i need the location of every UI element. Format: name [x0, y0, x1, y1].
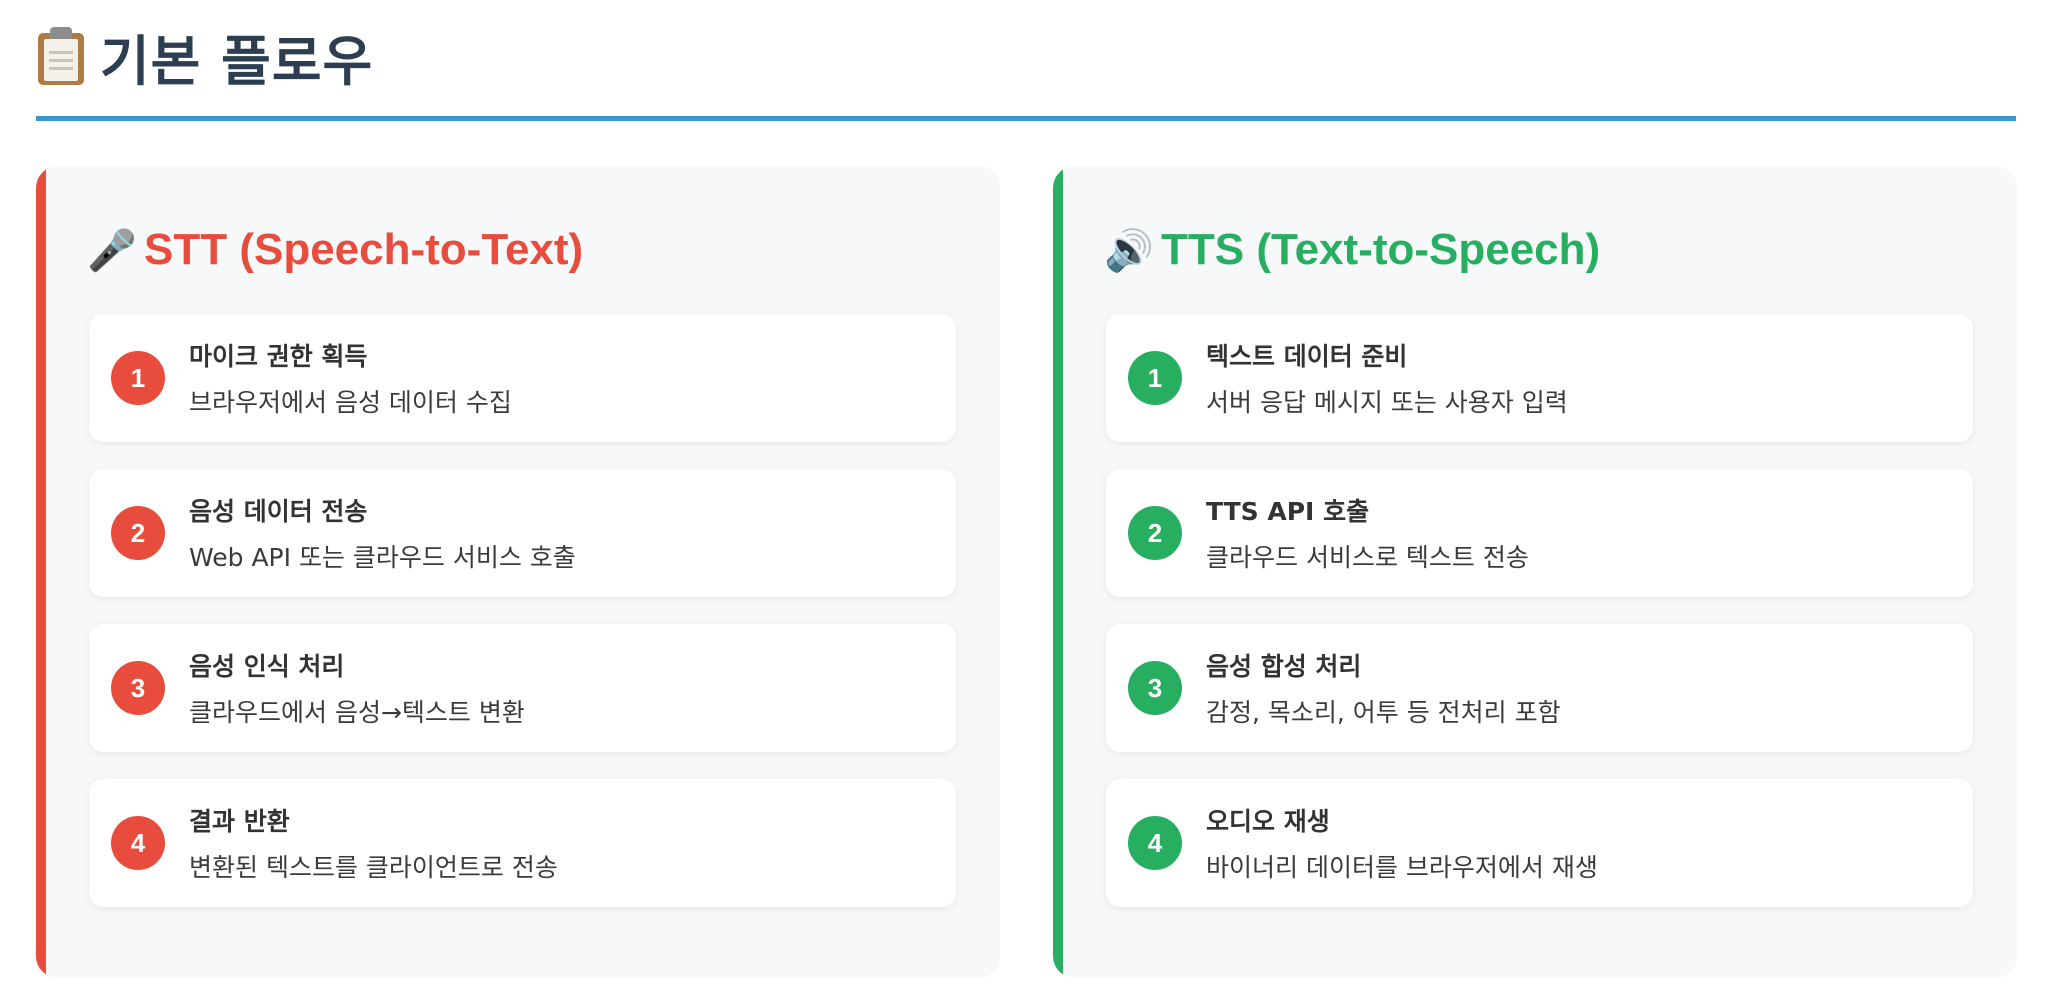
step-description: 브라우저에서 음성 데이터 수집	[189, 388, 512, 417]
step-description: 바이너리 데이터를 브라우저에서 재생	[1206, 853, 1598, 882]
step-number-badge: 1	[111, 351, 165, 405]
step-number-badge: 3	[111, 661, 165, 715]
microphone-icon: 🎤	[87, 227, 137, 274]
step-number-badge: 1	[1128, 351, 1182, 405]
stt-step-4: 4 결과 반환 변환된 텍스트를 클라이언트로 전송	[89, 779, 956, 907]
stt-panel-header: 🎤 STT (Speech-to-Text)	[87, 218, 584, 282]
tts-panel-header: 🔊 TTS (Text-to-Speech)	[1104, 218, 1601, 282]
step-number-badge: 4	[1128, 816, 1182, 870]
step-title: 음성 합성 처리	[1206, 652, 1362, 681]
stt-step-list: 1 마이크 권한 획득 브라우저에서 음성 데이터 수집 2 음성 데이터 전송…	[89, 314, 956, 934]
stt-step-3: 3 음성 인식 처리 클라우드에서 음성→텍스트 변환	[89, 624, 956, 752]
step-description: Web API 또는 클라우드 서비스 호출	[189, 543, 576, 572]
stt-panel: 🎤 STT (Speech-to-Text) 1 마이크 권한 획득 브라우저에…	[36, 166, 1000, 978]
tts-panel-title: TTS (Text-to-Speech)	[1161, 225, 1601, 274]
tts-panel: 🔊 TTS (Text-to-Speech) 1 텍스트 데이터 준비 서버 응…	[1053, 166, 2017, 978]
step-description: 서버 응답 메시지 또는 사용자 입력	[1206, 388, 1568, 417]
step-number-badge: 2	[1128, 506, 1182, 560]
step-title: 음성 데이터 전송	[189, 497, 368, 526]
step-title: 오디오 재생	[1206, 807, 1330, 836]
step-title: TTS API 호출	[1206, 497, 1370, 526]
step-number-badge: 2	[111, 506, 165, 560]
tts-step-3: 3 음성 합성 처리 감정, 목소리, 어투 등 전처리 포함	[1106, 624, 1973, 752]
step-description: 감정, 목소리, 어투 등 전처리 포함	[1206, 698, 1561, 727]
step-description: 변환된 텍스트를 클라이언트로 전송	[189, 853, 558, 882]
tts-step-1: 1 텍스트 데이터 준비 서버 응답 메시지 또는 사용자 입력	[1106, 314, 1973, 442]
step-description: 클라우드에서 음성→텍스트 변환	[189, 698, 525, 727]
page-header: 기본 플로우	[36, 18, 373, 94]
title-divider	[36, 116, 2016, 121]
step-title: 음성 인식 처리	[189, 652, 345, 681]
step-title: 결과 반환	[189, 807, 290, 836]
tts-step-2: 2 TTS API 호출 클라우드 서비스로 텍스트 전송	[1106, 469, 1973, 597]
step-title: 마이크 권한 획득	[189, 342, 368, 371]
stt-step-2: 2 음성 데이터 전송 Web API 또는 클라우드 서비스 호출	[89, 469, 956, 597]
stt-panel-title: STT (Speech-to-Text)	[144, 225, 584, 274]
step-title: 텍스트 데이터 준비	[1206, 342, 1408, 371]
step-number-badge: 3	[1128, 661, 1182, 715]
speaker-icon: 🔊	[1104, 227, 1154, 274]
clipboard-icon	[36, 27, 84, 85]
stt-step-1: 1 마이크 권한 획득 브라우저에서 음성 데이터 수집	[89, 314, 956, 442]
page-title: 기본 플로우	[100, 29, 374, 93]
tts-step-4: 4 오디오 재생 바이너리 데이터를 브라우저에서 재생	[1106, 779, 1973, 907]
step-description: 클라우드 서비스로 텍스트 전송	[1206, 543, 1529, 572]
step-number-badge: 4	[111, 816, 165, 870]
tts-step-list: 1 텍스트 데이터 준비 서버 응답 메시지 또는 사용자 입력 2 TTS A…	[1106, 314, 1973, 934]
